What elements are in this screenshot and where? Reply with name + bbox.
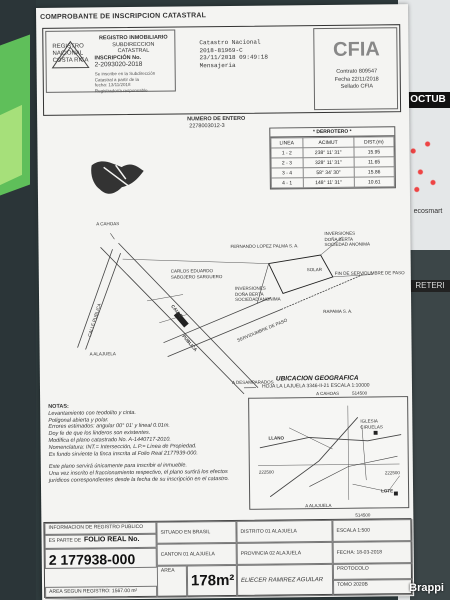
ubi-label-y-right: 222500 [384, 470, 400, 476]
protocolo: PROTOCOLO [332, 563, 414, 580]
plan-label-a-cahuas: A CAHOAS [96, 221, 120, 227]
area-segun-registro: AREA SEGUN REGISTRO: 1567.00 m² [45, 585, 158, 599]
cfia-stamp-box: CFIA Contrato 809547 Fecha 22/11/2018 Se… [313, 27, 399, 111]
plan-label-inversiones-mid: INVERSIONES DOÑA BERTA SOCIEDAD ANONIMA [234, 285, 281, 302]
ubi-label-ciruelas: CIRUELAS [360, 424, 383, 430]
background-calendar-pins [406, 130, 442, 200]
ubi-label-iglesia: IGLESIA [360, 418, 378, 424]
registry-notes: Se inscribe en la Subdirección Catastral… [94, 70, 156, 93]
ubi-label-x-bottom: 514500 [355, 512, 371, 518]
escala: ESCALA 1:500 [332, 519, 413, 542]
ubi-label-a-cahuas: A CAHOAS [316, 390, 340, 397]
watermark: Brappi [409, 582, 444, 594]
ubicacion-subtitle: HOJA LA LAJUELA 3346-II-21 ESCALA 1:1000… [261, 382, 370, 390]
registry-info-table: INFORMACION DE REGISTRO PUBLICO ES PARTE… [43, 518, 414, 599]
plan-label-fin-servidumbre: FIN DE SERVIDUMBRE DE PASO [334, 270, 405, 276]
site-plan-drawing [77, 161, 373, 395]
background-right-dark [410, 250, 450, 600]
cfia-details: Contrato 809547 Fecha 22/11/2018 Sellado… [334, 68, 379, 90]
plan-label-rapama: RAPAMA S. A. [323, 308, 353, 315]
background-brand-label: ecosmart [413, 208, 443, 215]
provincia: PROVINCIA 02 ALAJUELA [236, 541, 333, 565]
document-title: COMPROBANTE DE INSCRIPCION CATASTRAL [40, 12, 207, 21]
plan-label-fernando: FERNANDO LOPEZ PALMA S. A. [230, 243, 299, 249]
ubi-label-y-left: 222500 [258, 469, 274, 475]
signature: ELIECER RAMIREZ AGUILAR [236, 563, 334, 597]
background-calendar-label: OCTUB [406, 92, 450, 108]
cfia-logo-icon: CFIA [333, 38, 380, 60]
canton: CANTON 01 ALAJUELA [156, 542, 237, 566]
background-sign-label: RETERI [410, 280, 450, 292]
area-label: AREA [156, 565, 188, 598]
fecha: FECHA: 18-03-2018 [332, 541, 413, 564]
registry-inscription: INSCRIPCIÓN No. 2-2093020-2018 [94, 54, 143, 68]
area-value: 178m² [186, 564, 238, 598]
numero-entero-label: NUMERO DE ENTERO [187, 115, 246, 123]
header-panel: REGISTRO NACIONAL COSTA RICA REGISTRO IN… [42, 24, 402, 116]
background-green-object-light [0, 104, 22, 186]
registry-emblem-text: REGISTRO NACIONAL COSTA RICA [52, 43, 89, 64]
registry-emblem-icon [51, 40, 90, 69]
location-map [248, 396, 410, 510]
distrito: DISTRITO 01 ALAJUELA [236, 519, 333, 543]
derrotero-table: * DERROTERO * LINEA ACIMUT DIST.(m) 1 - … [269, 126, 396, 190]
ubi-label-x-top: 514500 [352, 390, 368, 396]
catastro-stamp: Catastro Nacional 2018-81969-C 23/11/201… [199, 38, 268, 69]
svg-text:CFIA: CFIA [333, 38, 380, 60]
ubicacion-title: UBICACION GEOGRAFICA [275, 374, 359, 383]
ubi-label-a-alajuela: A ALAJUELA [305, 502, 332, 509]
plan-label-carlos: CARLOS EDUARDO SABOJERO SARGUERO [170, 268, 223, 280]
plan-label-a-alajuela: A ALAJUELA [89, 351, 116, 357]
ubi-label-llano: LLANO [268, 435, 285, 441]
folio-row: ES PARTE DE FOLIO REAL No. [44, 533, 157, 549]
registry-heading: REGISTRO INMOBILIARIO SUBDIRECCION CATAS… [98, 34, 168, 55]
situado-en: SITUADO EN BRASIL [156, 520, 237, 544]
registry-seal-box: REGISTRO NACIONAL COSTA RICA REGISTRO IN… [45, 29, 176, 93]
plan-label-inversiones-top: INVERSIONES DOÑA BERTA SOCIEDAD ANONIMA [324, 230, 371, 247]
notes-block: NOTAS: Levantamiento con teodolito y cin… [48, 403, 230, 484]
ubi-label-lote: LOTE [381, 488, 394, 494]
plan-label-solar: SOLAR [306, 267, 323, 273]
tomo: TOMO 2020B [333, 579, 414, 596]
cadastral-plan-document: COMPROBANTE DE INSCRIPCION CATASTRAL REG… [36, 4, 415, 600]
finca-number: 2 177938-000 [44, 547, 157, 569]
